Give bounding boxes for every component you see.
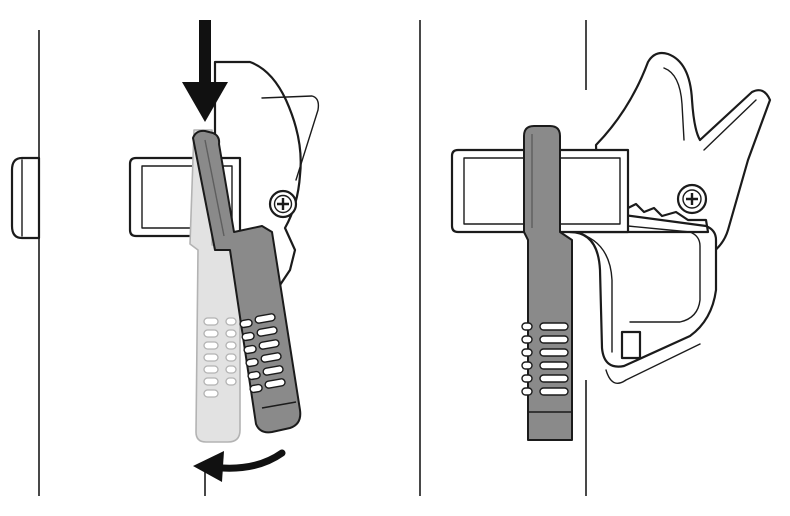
lever-grip-slots xyxy=(239,313,286,394)
side-knob xyxy=(10,156,41,240)
ghost-grip-slots xyxy=(203,317,237,398)
lever-locked xyxy=(521,125,573,441)
rotate-arrow-icon xyxy=(193,449,286,482)
clip-body xyxy=(450,51,772,384)
lever-grip-slots xyxy=(521,322,569,396)
lever-ghost-position xyxy=(189,129,241,443)
lever-active xyxy=(192,129,302,434)
phillips-screw-icon xyxy=(268,189,298,219)
left-panel xyxy=(10,20,320,496)
phillips-screw-icon xyxy=(676,183,708,215)
right-panel xyxy=(419,20,772,496)
press-down-arrow-icon xyxy=(182,20,228,122)
